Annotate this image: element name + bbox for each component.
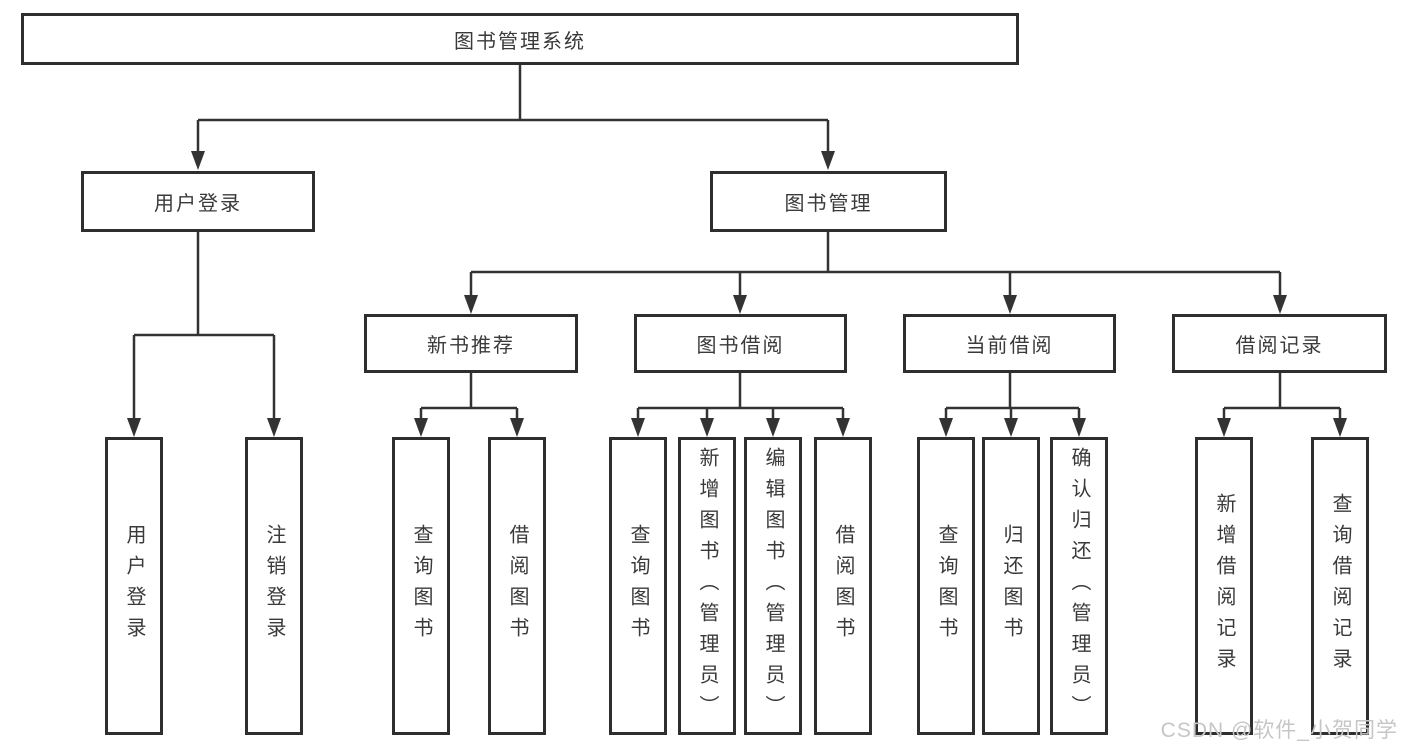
leaf-query-book-recommend: 查询图书: [392, 437, 450, 735]
node-library-system: 图书管理系统: [21, 13, 1019, 65]
node-current-borrow: 当前借阅: [903, 314, 1116, 373]
node-book-management: 图书管理: [710, 171, 947, 232]
leaf-query-book-current: 查询图书: [917, 437, 975, 735]
leaf-query-borrow-record: 查询借阅记录: [1311, 437, 1369, 735]
leaf-confirm-return-admin: 确认归还（管理员）: [1050, 437, 1108, 735]
leaf-user-login: 用户登录: [105, 437, 163, 735]
leaf-return-book: 归还图书: [982, 437, 1040, 735]
leaf-query-book-borrow: 查询图书: [609, 437, 667, 735]
node-new-book-recommend: 新书推荐: [364, 314, 578, 373]
node-borrow-record: 借阅记录: [1172, 314, 1387, 373]
node-book-borrow: 图书借阅: [634, 314, 847, 373]
leaf-borrow-book-recommend: 借阅图书: [488, 437, 546, 735]
csdn-watermark: CSDN @软件_小贺同学: [1160, 719, 1398, 742]
leaf-edit-book-admin: 编辑图书（管理员）: [744, 437, 802, 735]
leaf-logout: 注销登录: [245, 437, 303, 735]
leaf-borrow-book: 借阅图书: [814, 437, 872, 735]
leaf-add-book-admin: 新增图书（管理员）: [678, 437, 736, 735]
node-user-login: 用户登录: [81, 171, 315, 232]
leaf-add-borrow-record: 新增借阅记录: [1195, 437, 1253, 735]
